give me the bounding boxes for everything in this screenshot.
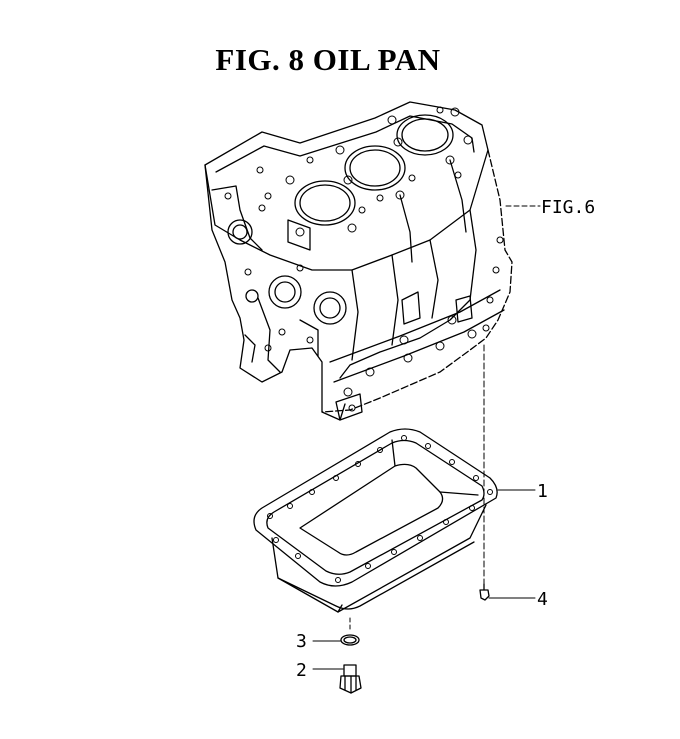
callout-2-drain-plug: 2 bbox=[296, 660, 307, 681]
leader-lines bbox=[312, 205, 541, 670]
engine-block bbox=[204, 101, 513, 421]
callout-4-bolt: 4 bbox=[537, 589, 548, 610]
callout-3-gasket: 3 bbox=[296, 631, 307, 652]
drain-gasket bbox=[340, 634, 360, 646]
pan-bolt bbox=[479, 583, 490, 601]
drain-plug bbox=[339, 664, 362, 694]
oil-pan bbox=[253, 428, 498, 613]
callout-1-oil-pan: 1 bbox=[537, 481, 548, 502]
fig6-reference-label: FIG.6 bbox=[541, 197, 595, 218]
figure-title: FIG. 8 OIL PAN bbox=[215, 42, 441, 77]
